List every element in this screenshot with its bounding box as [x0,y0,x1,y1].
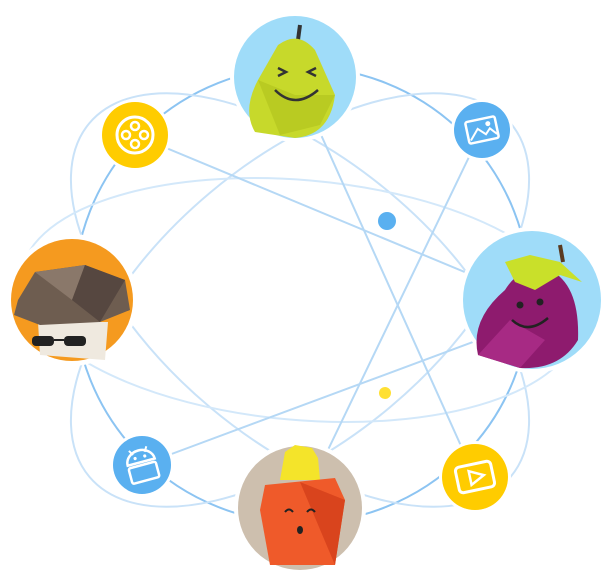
film-reel-icon[interactable] [99,99,171,171]
android-icon[interactable] [110,433,174,497]
video-play-icon[interactable] [439,441,511,513]
eggplant-character-icon[interactable] [459,227,605,373]
blue-orbit-dot [378,212,396,230]
mushroom-character-icon[interactable] [6,234,138,366]
image-icon[interactable] [451,99,513,161]
yellow-orbit-dot [379,387,391,399]
carrot-character-icon[interactable] [234,442,366,574]
pear-character-icon[interactable] [230,12,360,142]
